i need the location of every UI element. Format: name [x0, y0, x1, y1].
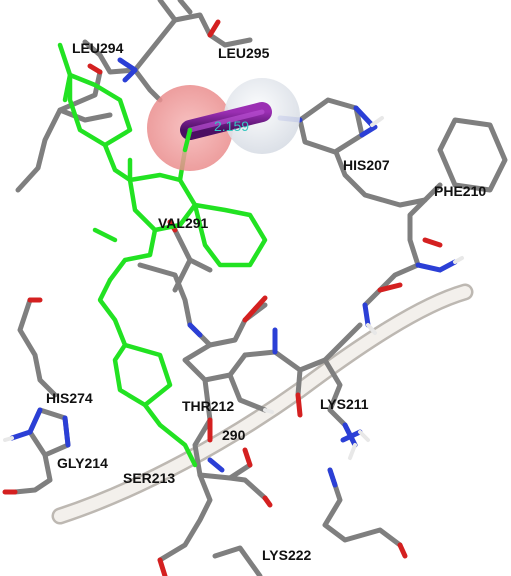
label-gly214: GLY214 — [57, 455, 108, 471]
label-290: 290 — [222, 427, 246, 443]
label-his274: HIS274 — [46, 390, 93, 406]
label-leu294: LEU294 — [72, 40, 124, 56]
interaction-spheres: 2.159 — [147, 78, 300, 171]
hydrogen-sticks — [3, 116, 464, 460]
label-his207: HIS207 — [343, 157, 390, 173]
label-lys211: LYS211 — [320, 396, 369, 412]
label-lys222: LYS222 — [262, 547, 312, 563]
protein-ribbon — [51, 283, 474, 525]
label-leu295: LEU295 — [218, 45, 270, 61]
label-phe210: PHE210 — [434, 183, 486, 199]
label-thr212: THR212 — [182, 398, 234, 414]
residue-labels: LEU294 LEU295 HIS207 PHE210 VAL291 HIS27… — [46, 40, 486, 563]
heteroatom-sticks — [2, 19, 458, 576]
label-ser213: SER213 — [123, 470, 175, 486]
distance-label: 2.159 — [214, 118, 249, 134]
ligand-molecule — [57, 42, 268, 468]
label-val291: VAL291 — [158, 215, 209, 231]
